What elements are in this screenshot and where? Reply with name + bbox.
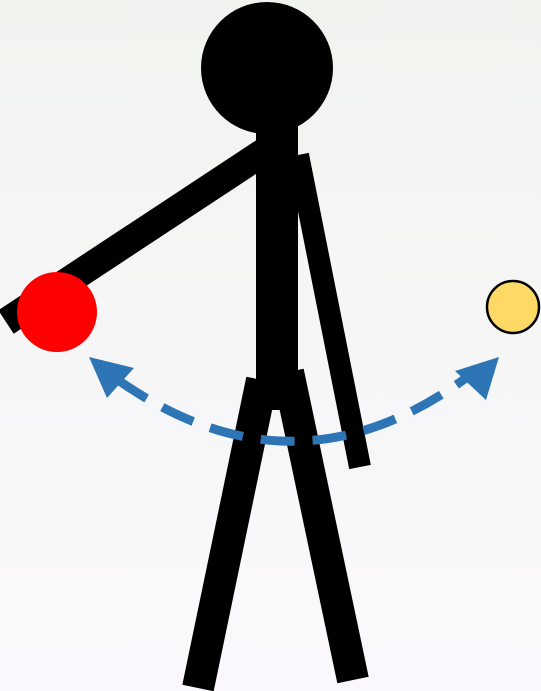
left-leg	[198, 380, 262, 688]
head	[201, 2, 333, 134]
held-red-ball	[17, 272, 97, 352]
arrowhead-left	[89, 357, 134, 398]
target-yellow-ball	[487, 281, 539, 333]
